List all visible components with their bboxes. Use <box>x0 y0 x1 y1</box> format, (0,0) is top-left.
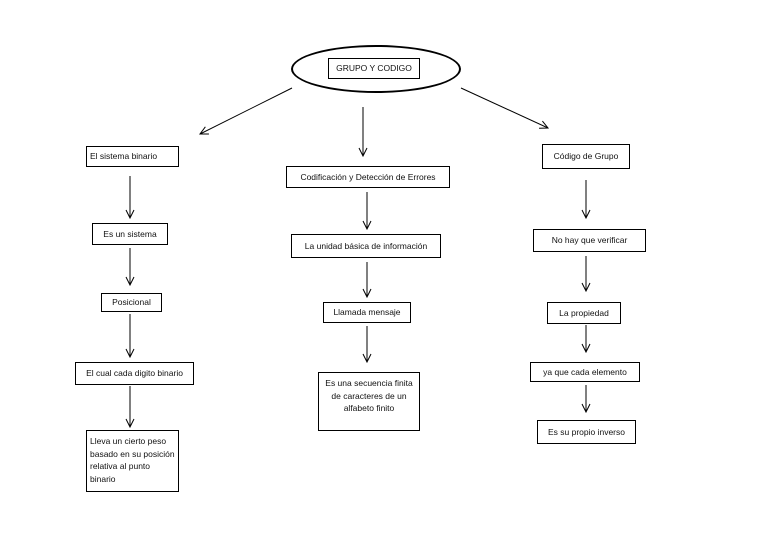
left-node-2: Es un sistema <box>92 223 168 245</box>
left-node-5: Lleva un cierto peso basado en su posici… <box>86 430 179 492</box>
left-node-4: El cual cada digito binario <box>75 362 194 385</box>
root-ellipse <box>291 45 461 93</box>
left-node-3: Posicional <box>101 293 162 312</box>
middle-node-4: Es una secuencia finita de caracteres de… <box>318 372 420 431</box>
right-node-3: La propiedad <box>547 302 621 324</box>
right-node-1: Código de Grupo <box>542 144 630 169</box>
arrow-root-left <box>200 87 293 134</box>
right-node-5: Es su propio inverso <box>537 420 636 444</box>
left-node-1: El sistema binario <box>86 146 179 167</box>
root-node: GRUPO Y CODIGO <box>328 58 420 79</box>
arrow-root-right <box>460 87 548 128</box>
middle-node-1: Codificación y Detección de Errores <box>286 166 450 188</box>
middle-node-2: La unidad básica de información <box>291 234 441 258</box>
middle-node-3: Llamada mensaje <box>323 302 411 323</box>
right-node-4: ya que cada elemento <box>530 362 640 382</box>
right-node-2: No hay que verificar <box>533 229 646 252</box>
